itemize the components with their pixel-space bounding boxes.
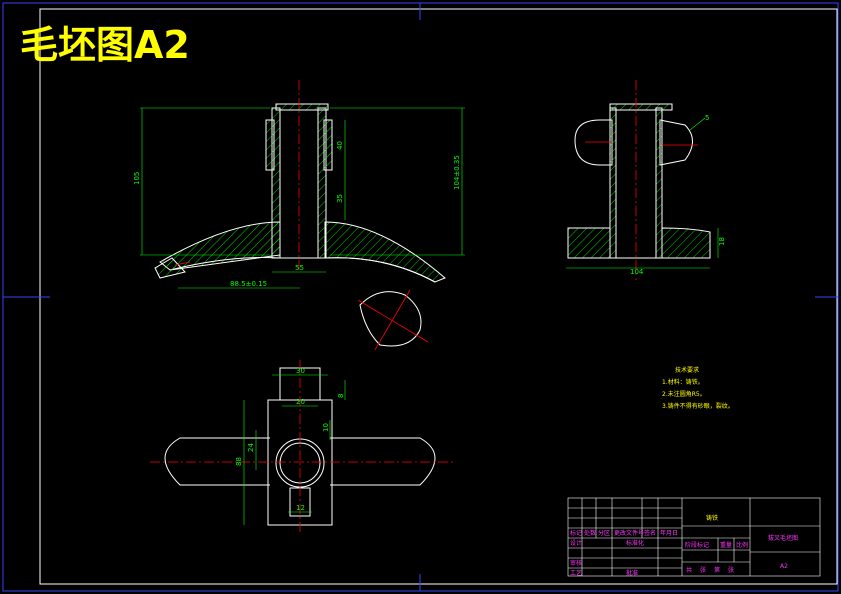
dim-bottom-width: 12: [296, 504, 305, 512]
dim-upper-len: 40: [336, 141, 344, 150]
tb-sheets-2: 张: [728, 566, 734, 574]
dim-bore-width: 55: [295, 264, 304, 272]
top-view: 30 20 8 88 24 10 12: [150, 360, 455, 535]
tb-sheets-1: 张: [700, 566, 706, 574]
dim-left-total: 88: [235, 457, 243, 466]
tb-total: 共: [686, 566, 692, 574]
tb-row-count: 处数: [584, 529, 596, 537]
tb-scale: 比例: [736, 541, 748, 549]
detail-section: [357, 289, 429, 351]
tech-item-2: 2.未注圆角R5。: [662, 390, 706, 398]
tech-item-3: 3.铸件不得有砂眼，裂纹。: [662, 402, 734, 410]
dim-side-height: 18: [718, 237, 726, 246]
tb-row-file: 更改文件号: [614, 529, 644, 537]
dim-side-note: 5: [705, 114, 709, 122]
dim-top-side: 8: [337, 394, 345, 398]
dim-lower-len: 35: [336, 194, 344, 203]
tb-approve: 批准: [626, 569, 638, 577]
tb-row-sign: 签名: [644, 529, 656, 537]
title-block: [567, 497, 821, 577]
dim-base-offset: 88.5±0.15: [230, 280, 267, 288]
dim-front-height: 105: [133, 172, 141, 185]
tb-row-zone: 分区: [598, 529, 610, 537]
tb-standard: 标准化: [626, 539, 644, 547]
dim-left-inner: 24: [247, 443, 255, 452]
tb-nth: 第: [714, 566, 720, 574]
dim-top-inner: 20: [296, 398, 305, 406]
sheet-title: 毛坯图A2: [20, 23, 190, 67]
tech-requirements: 技术要求 1.材料：铸铁。 2.未注圆角R5。 3.铸件不得有砂眼，裂纹。: [662, 366, 734, 410]
tb-audit: 审核: [570, 559, 582, 567]
tb-material: 铸铁: [706, 514, 718, 522]
tb-sheet-size: A2: [780, 563, 788, 570]
tb-stage: 阶段标记: [685, 541, 709, 549]
tb-weight: 重量: [720, 541, 732, 549]
dim-right-height: 104±0.35: [453, 155, 461, 190]
tb-row-date: 年月日: [660, 529, 678, 537]
tech-item-1: 1.材料：铸铁。: [662, 378, 704, 386]
side-section-view: 104 18 5: [566, 80, 726, 280]
title-block-text: 铸铁 拔叉毛坯图 A2 标记 处数 分区 更改文件号 签名 年月日 设计 标准化…: [570, 514, 798, 577]
tb-process: 工艺: [570, 569, 582, 577]
dim-right-small: 10: [322, 423, 330, 432]
dim-side-width: 104: [630, 268, 644, 276]
front-section-view: 105 104±0.35 40 35 55 88.5±0.15: [133, 80, 465, 289]
tb-design: 设计: [570, 539, 582, 547]
tb-drawing-name: 拔叉毛坯图: [768, 534, 798, 542]
dim-top-width: 30: [296, 367, 305, 375]
tb-row-mark: 标记: [570, 529, 582, 537]
tech-heading: 技术要求: [675, 366, 699, 374]
